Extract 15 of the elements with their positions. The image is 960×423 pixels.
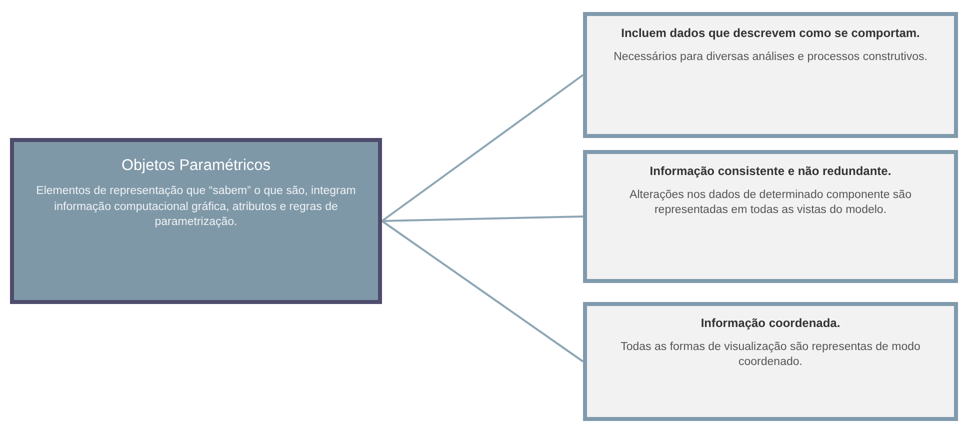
text-box xyxy=(10,138,382,304)
box-heading: Objetos Paramétricos xyxy=(121,156,271,176)
text-box xyxy=(583,12,958,138)
connector-line xyxy=(381,220,584,362)
box-description: Alterações nos dados de determinado componente são representadas em todas as vistas do modelo. xyxy=(628,188,912,218)
box-description: Todas as formas de visualização são representas de modo coordenado. xyxy=(620,340,922,370)
box-heading: Incluem dados que descrevem como se comportam. xyxy=(621,26,920,42)
box-description: Elementos de representação que “sabem” o que são, integram informação computacional gráfica, atributos e regras de parametrização. xyxy=(35,184,357,230)
connector-line xyxy=(382,216,584,222)
text-box xyxy=(583,302,958,421)
box-heading: Informação consistente e não redundante. xyxy=(650,164,892,180)
connector-line xyxy=(381,74,584,222)
box-description: Necessários para diversas análises e processos construtivos. xyxy=(614,50,928,65)
text-box xyxy=(583,150,958,283)
box-heading: Informação coordenada. xyxy=(700,316,840,332)
